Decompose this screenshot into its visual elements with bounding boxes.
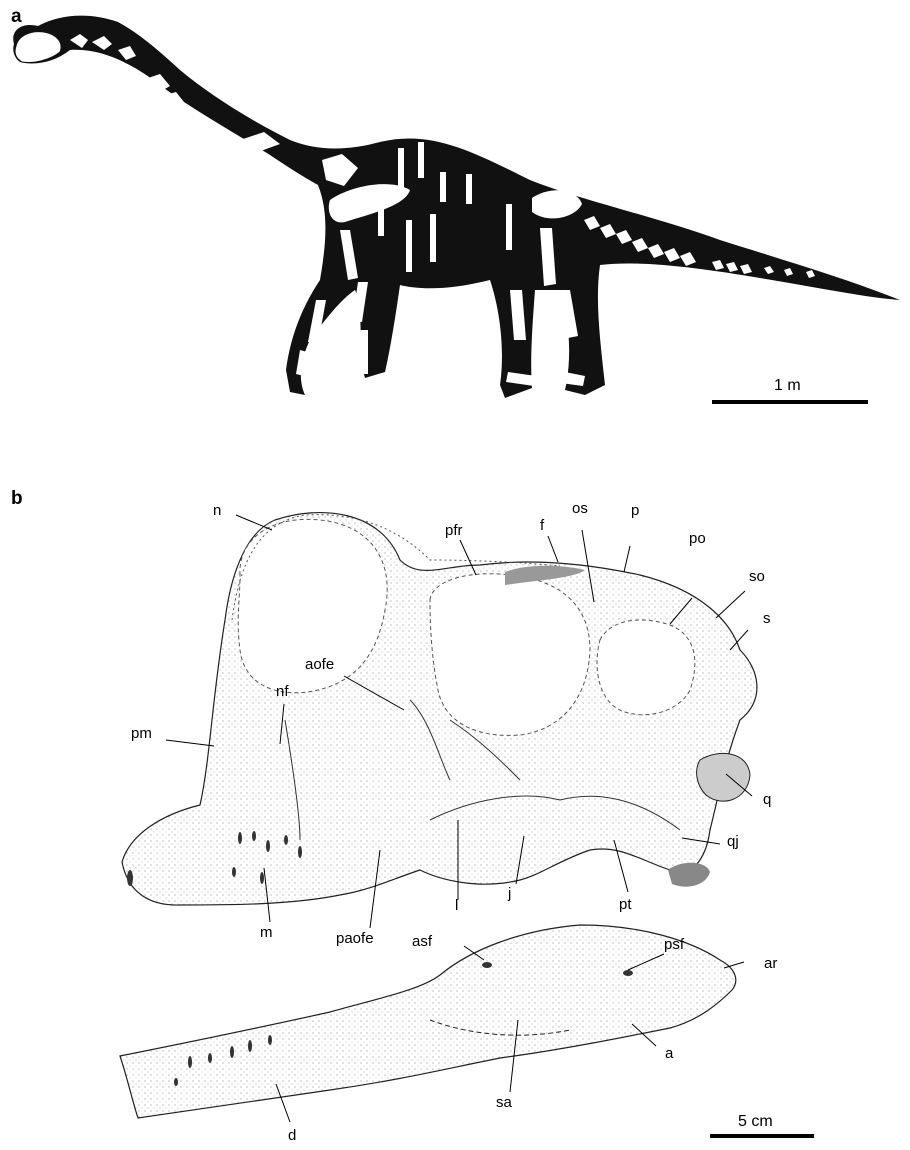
label-sa: sa: [496, 1095, 512, 1110]
psf-foramen: [623, 970, 633, 976]
label-os: os: [572, 501, 588, 516]
label-po: po: [689, 531, 706, 546]
label-pm: pm: [131, 726, 152, 741]
panel-b-scale-label: 5 cm: [738, 1114, 773, 1130]
quadrate-shading: [697, 753, 750, 801]
label-so: so: [749, 569, 765, 584]
label-f: f: [540, 518, 544, 533]
label-psf: psf: [664, 937, 684, 952]
label-asf: asf: [412, 934, 432, 949]
label-nf: nf: [276, 684, 289, 699]
label-pfr: pfr: [445, 523, 463, 538]
label-d: d: [288, 1128, 296, 1143]
label-m: m: [260, 925, 273, 940]
label-ar: ar: [764, 956, 777, 971]
mandible-outline: [120, 925, 736, 1118]
quadratojugal-shading: [668, 863, 710, 887]
label-l: l: [455, 898, 458, 913]
label-a: a: [665, 1046, 673, 1061]
label-p: p: [631, 503, 639, 518]
asf-foramen: [482, 962, 492, 968]
infratemporal-fenestra: [597, 620, 695, 715]
label-n: n: [213, 503, 221, 518]
orbit: [430, 574, 590, 736]
label-j: j: [508, 886, 511, 901]
label-s: s: [763, 611, 771, 626]
label-qj: qj: [727, 834, 739, 849]
label-pt: pt: [619, 897, 632, 912]
label-aofe: aofe: [305, 657, 334, 672]
label-paofe: paofe: [336, 931, 374, 946]
label-q: q: [763, 792, 771, 807]
panel-b-scale-bar: [710, 1134, 814, 1138]
